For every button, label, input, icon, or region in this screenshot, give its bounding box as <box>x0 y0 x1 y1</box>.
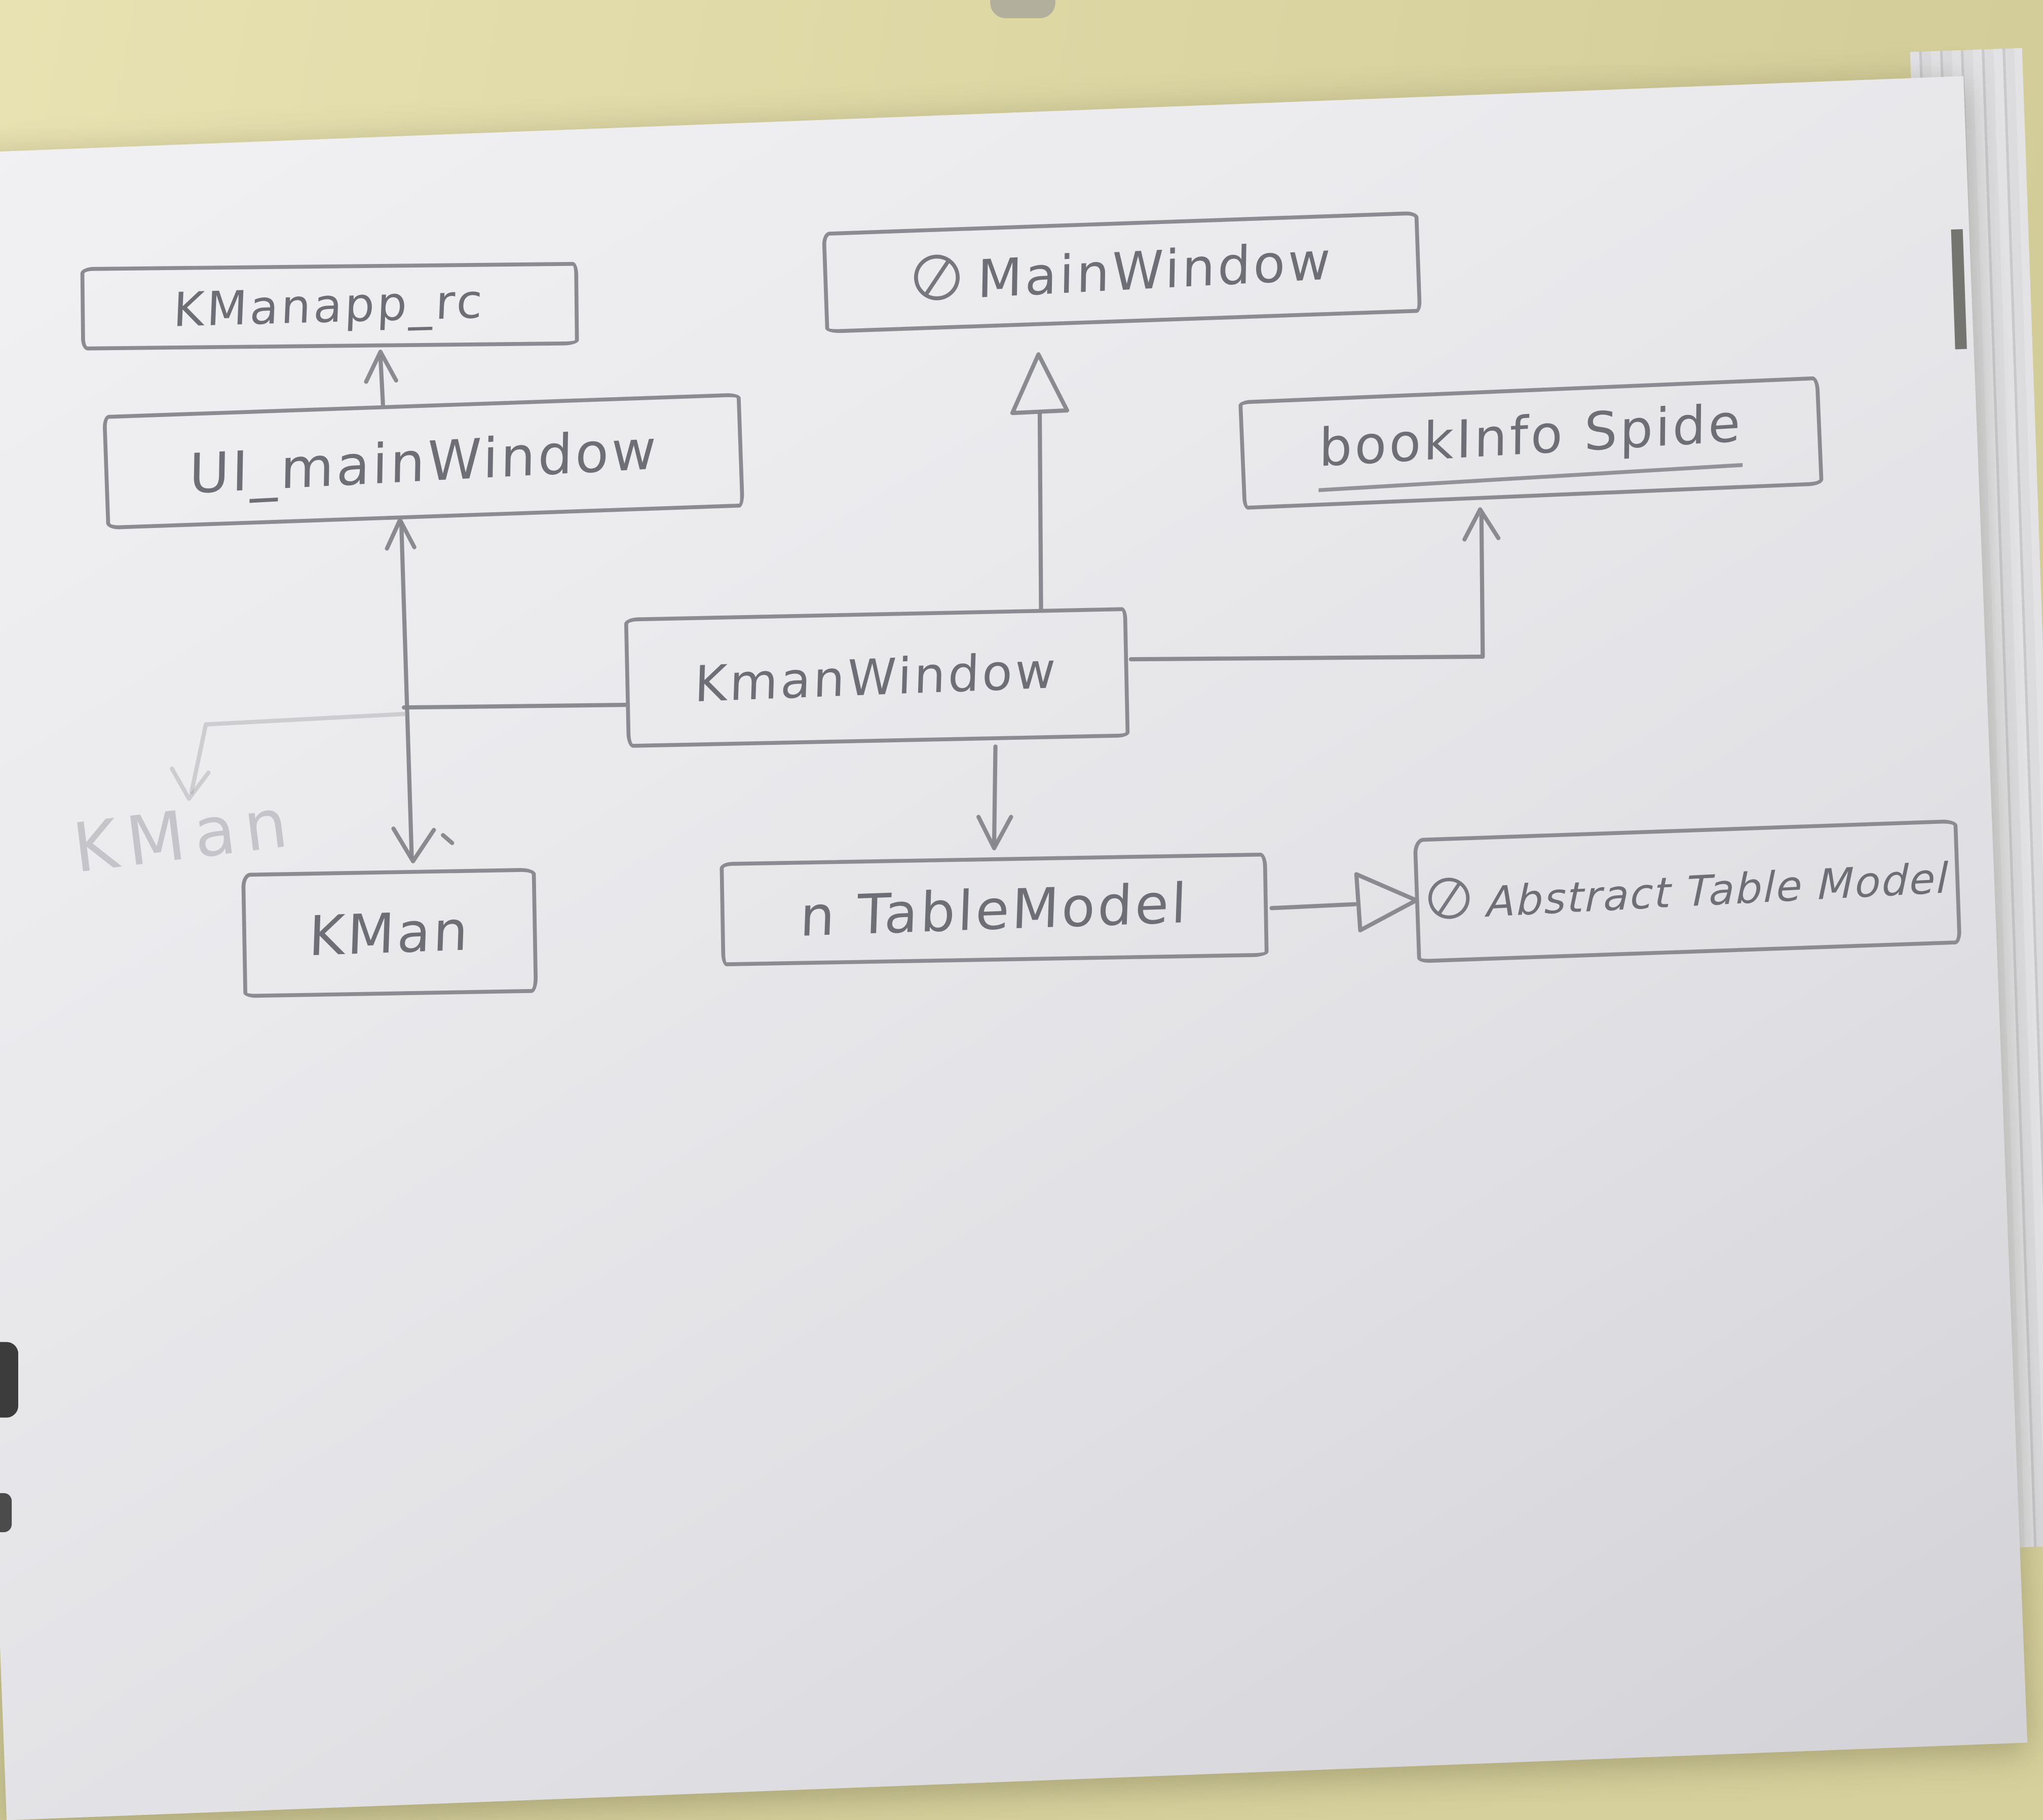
node-kman: KMan <box>241 867 538 998</box>
node-ntablemodel: n TableModel <box>720 852 1269 967</box>
node-qabstracttablemodel-label: Abstract Table Model <box>1487 853 1950 927</box>
node-kmanwindow: KmanWindow <box>624 607 1130 748</box>
node-qabstracttablemodel: Abstract Table Model <box>1413 819 1962 963</box>
q-circle-icon <box>909 250 966 307</box>
node-kmanapp-rc: KManapp_rc <box>80 261 579 351</box>
node-qmainwindow-label: MainWindow <box>977 232 1334 311</box>
node-ntablemodel-label: n TableModel <box>799 870 1190 949</box>
photo-edge-artifact <box>0 1493 12 1532</box>
node-bookinfospide-label: bookInfo Spide <box>1318 394 1744 492</box>
desk-object-artifact <box>990 0 1055 18</box>
photo-edge-artifact <box>0 1342 18 1418</box>
node-kmanwindow-label: KmanWindow <box>694 641 1060 713</box>
node-ui-mainwindow-label: UI_mainWindow <box>188 416 659 506</box>
node-ui-mainwindow: UI_mainWindow <box>102 393 745 530</box>
node-qmainwindow: MainWindow <box>822 211 1422 334</box>
node-kmanapp-rc-label: KManapp_rc <box>173 275 487 337</box>
q-circle-icon <box>1424 874 1475 925</box>
node-kman-label: KMan <box>308 898 472 968</box>
